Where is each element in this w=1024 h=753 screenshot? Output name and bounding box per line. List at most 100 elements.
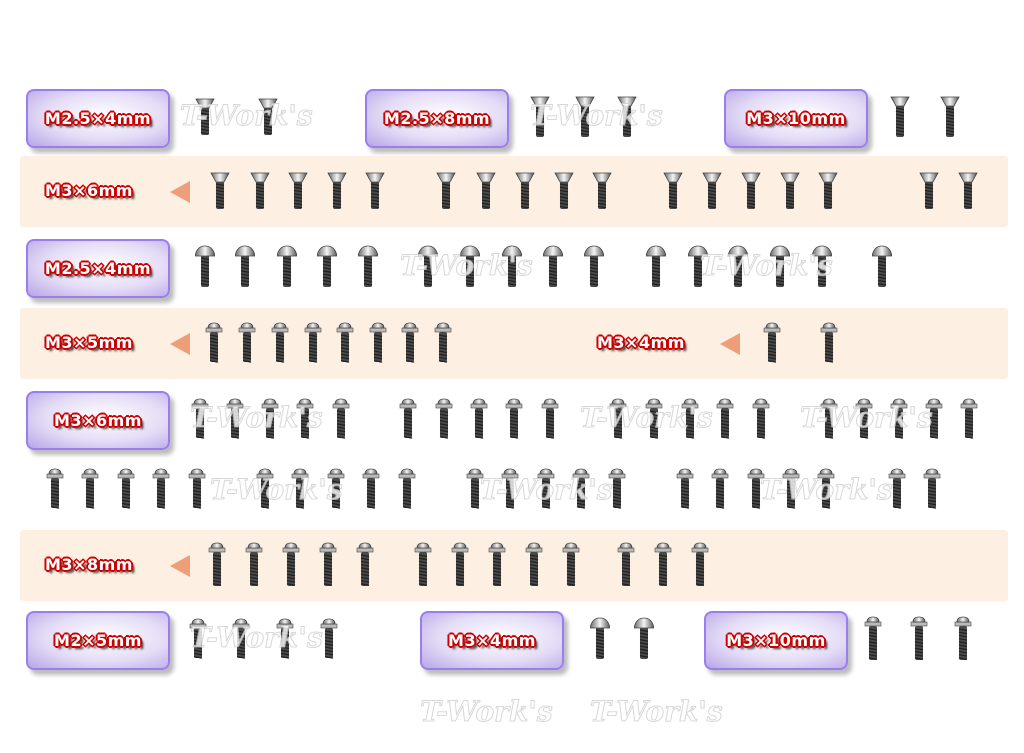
screw-flat-icon: [575, 95, 595, 145]
watermark-text: T-Work's: [530, 99, 664, 132]
screw-flange-icon: [231, 618, 251, 666]
screw-flange-icon: [540, 398, 560, 446]
size-label: M3×5mm: [45, 333, 133, 352]
screw-flat-icon: [741, 171, 761, 217]
screw-flange-icon: [781, 468, 801, 516]
screw-flat-icon: [258, 97, 278, 143]
screw-flange-icon: [335, 322, 355, 370]
screw-button-icon: [357, 245, 379, 295]
screw-flange-icon: [715, 398, 735, 446]
screw-button-icon: [316, 245, 338, 295]
screw-flange-icon: [536, 468, 556, 516]
screw-flange-icon: [889, 398, 909, 446]
screw-flange-icon: [751, 398, 771, 446]
band-row: [20, 530, 1008, 601]
screw-flange-icon: [644, 398, 664, 446]
watermark-text: T-Work's: [760, 473, 894, 506]
screw-flange-icon: [188, 618, 208, 666]
screw-flange-icon: [207, 542, 227, 594]
screw-flange-icon: [653, 542, 673, 594]
screw-flange-icon: [187, 468, 207, 516]
screw-flange-icon: [607, 468, 627, 516]
arrow-left-icon: [170, 333, 190, 355]
size-label-box: M3×4mm: [420, 611, 564, 670]
watermark-text: T-Work's: [190, 401, 324, 434]
screw-flange-icon: [204, 322, 224, 370]
screw-flange-icon: [331, 398, 351, 446]
screw-button-icon: [769, 245, 791, 295]
screw-flange-icon: [450, 542, 470, 594]
screw-button-icon: [583, 245, 605, 295]
size-label-box: M2.5×4mm: [26, 239, 170, 298]
size-label-box: M3×10mm: [724, 89, 868, 148]
screw-flat-icon: [554, 171, 574, 217]
screw-flange-icon: [255, 468, 275, 516]
screw-flange-icon: [863, 616, 883, 668]
screw-flange-icon: [355, 542, 375, 594]
screw-flange-icon: [487, 542, 507, 594]
screw-flat-icon: [476, 171, 496, 217]
screw-button-icon: [417, 245, 439, 295]
screw-flat-icon: [940, 95, 960, 145]
arrow-left-icon: [170, 181, 190, 203]
screw-flat-icon: [530, 95, 550, 145]
screw-flange-icon: [368, 322, 388, 370]
size-label: M2.5×4mm: [44, 109, 152, 128]
screw-flat-icon: [365, 171, 385, 217]
watermark-text: T-Work's: [400, 249, 534, 282]
screw-flange-icon: [413, 542, 433, 594]
size-label: M3×6mm: [45, 181, 133, 200]
screw-flange-icon: [469, 398, 489, 446]
screw-flange-icon: [816, 468, 836, 516]
screw-flange-icon: [237, 322, 257, 370]
screw-flat-icon: [958, 171, 978, 217]
screw-flange-icon: [260, 398, 280, 446]
screw-flat-icon: [617, 95, 637, 145]
watermark-text: T-Work's: [180, 99, 314, 132]
size-label: M3×8mm: [45, 555, 133, 574]
screw-flange-icon: [710, 468, 730, 516]
band-row: [20, 156, 1008, 227]
screw-flange-icon: [400, 322, 420, 370]
screw-flange-icon: [397, 468, 417, 516]
watermark-text: T-Work's: [420, 695, 554, 728]
screw-button-icon: [542, 245, 564, 295]
screw-flange-icon: [953, 616, 973, 668]
screw-flange-icon: [924, 398, 944, 446]
screw-flange-icon: [616, 542, 636, 594]
size-label: M3×6mm: [54, 411, 142, 430]
screw-flange-icon: [571, 468, 591, 516]
screw-button-icon: [459, 245, 481, 295]
size-label: M3×4mm: [448, 631, 536, 650]
watermark-text: T-Work's: [590, 695, 724, 728]
screw-flat-icon: [210, 171, 230, 217]
screw-flange-icon: [270, 322, 290, 370]
screw-flange-icon: [746, 468, 766, 516]
screw-flange-icon: [318, 542, 338, 594]
screw-flat-icon: [702, 171, 722, 217]
screw-button-icon: [811, 245, 833, 295]
band-row: [20, 308, 1008, 379]
screw-flange-icon: [434, 398, 454, 446]
screw-button-icon: [234, 245, 256, 295]
size-label-box: M3×6mm: [26, 391, 170, 450]
screw-flat-icon: [515, 171, 535, 217]
size-label-box: M2.5×8mm: [365, 89, 509, 148]
screw-flange-icon: [295, 398, 315, 446]
screw-flange-icon: [281, 542, 301, 594]
screw-flat-icon: [250, 171, 270, 217]
screw-flange-icon: [504, 398, 524, 446]
size-label: M2.5×4mm: [44, 259, 152, 278]
watermark-text: T-Work's: [800, 401, 934, 434]
screw-flange-icon: [361, 468, 381, 516]
screw-flange-icon: [608, 398, 628, 446]
screw-button-icon: [276, 245, 298, 295]
watermark-text: T-Work's: [480, 473, 614, 506]
screw-flat-icon: [195, 97, 215, 143]
screw-flange-icon: [319, 618, 339, 666]
screw-button-icon: [633, 617, 655, 667]
screw-button-icon: [194, 245, 216, 295]
screw-flat-icon: [327, 171, 347, 217]
screw-flange-icon: [524, 542, 544, 594]
screw-flange-icon: [675, 468, 695, 516]
